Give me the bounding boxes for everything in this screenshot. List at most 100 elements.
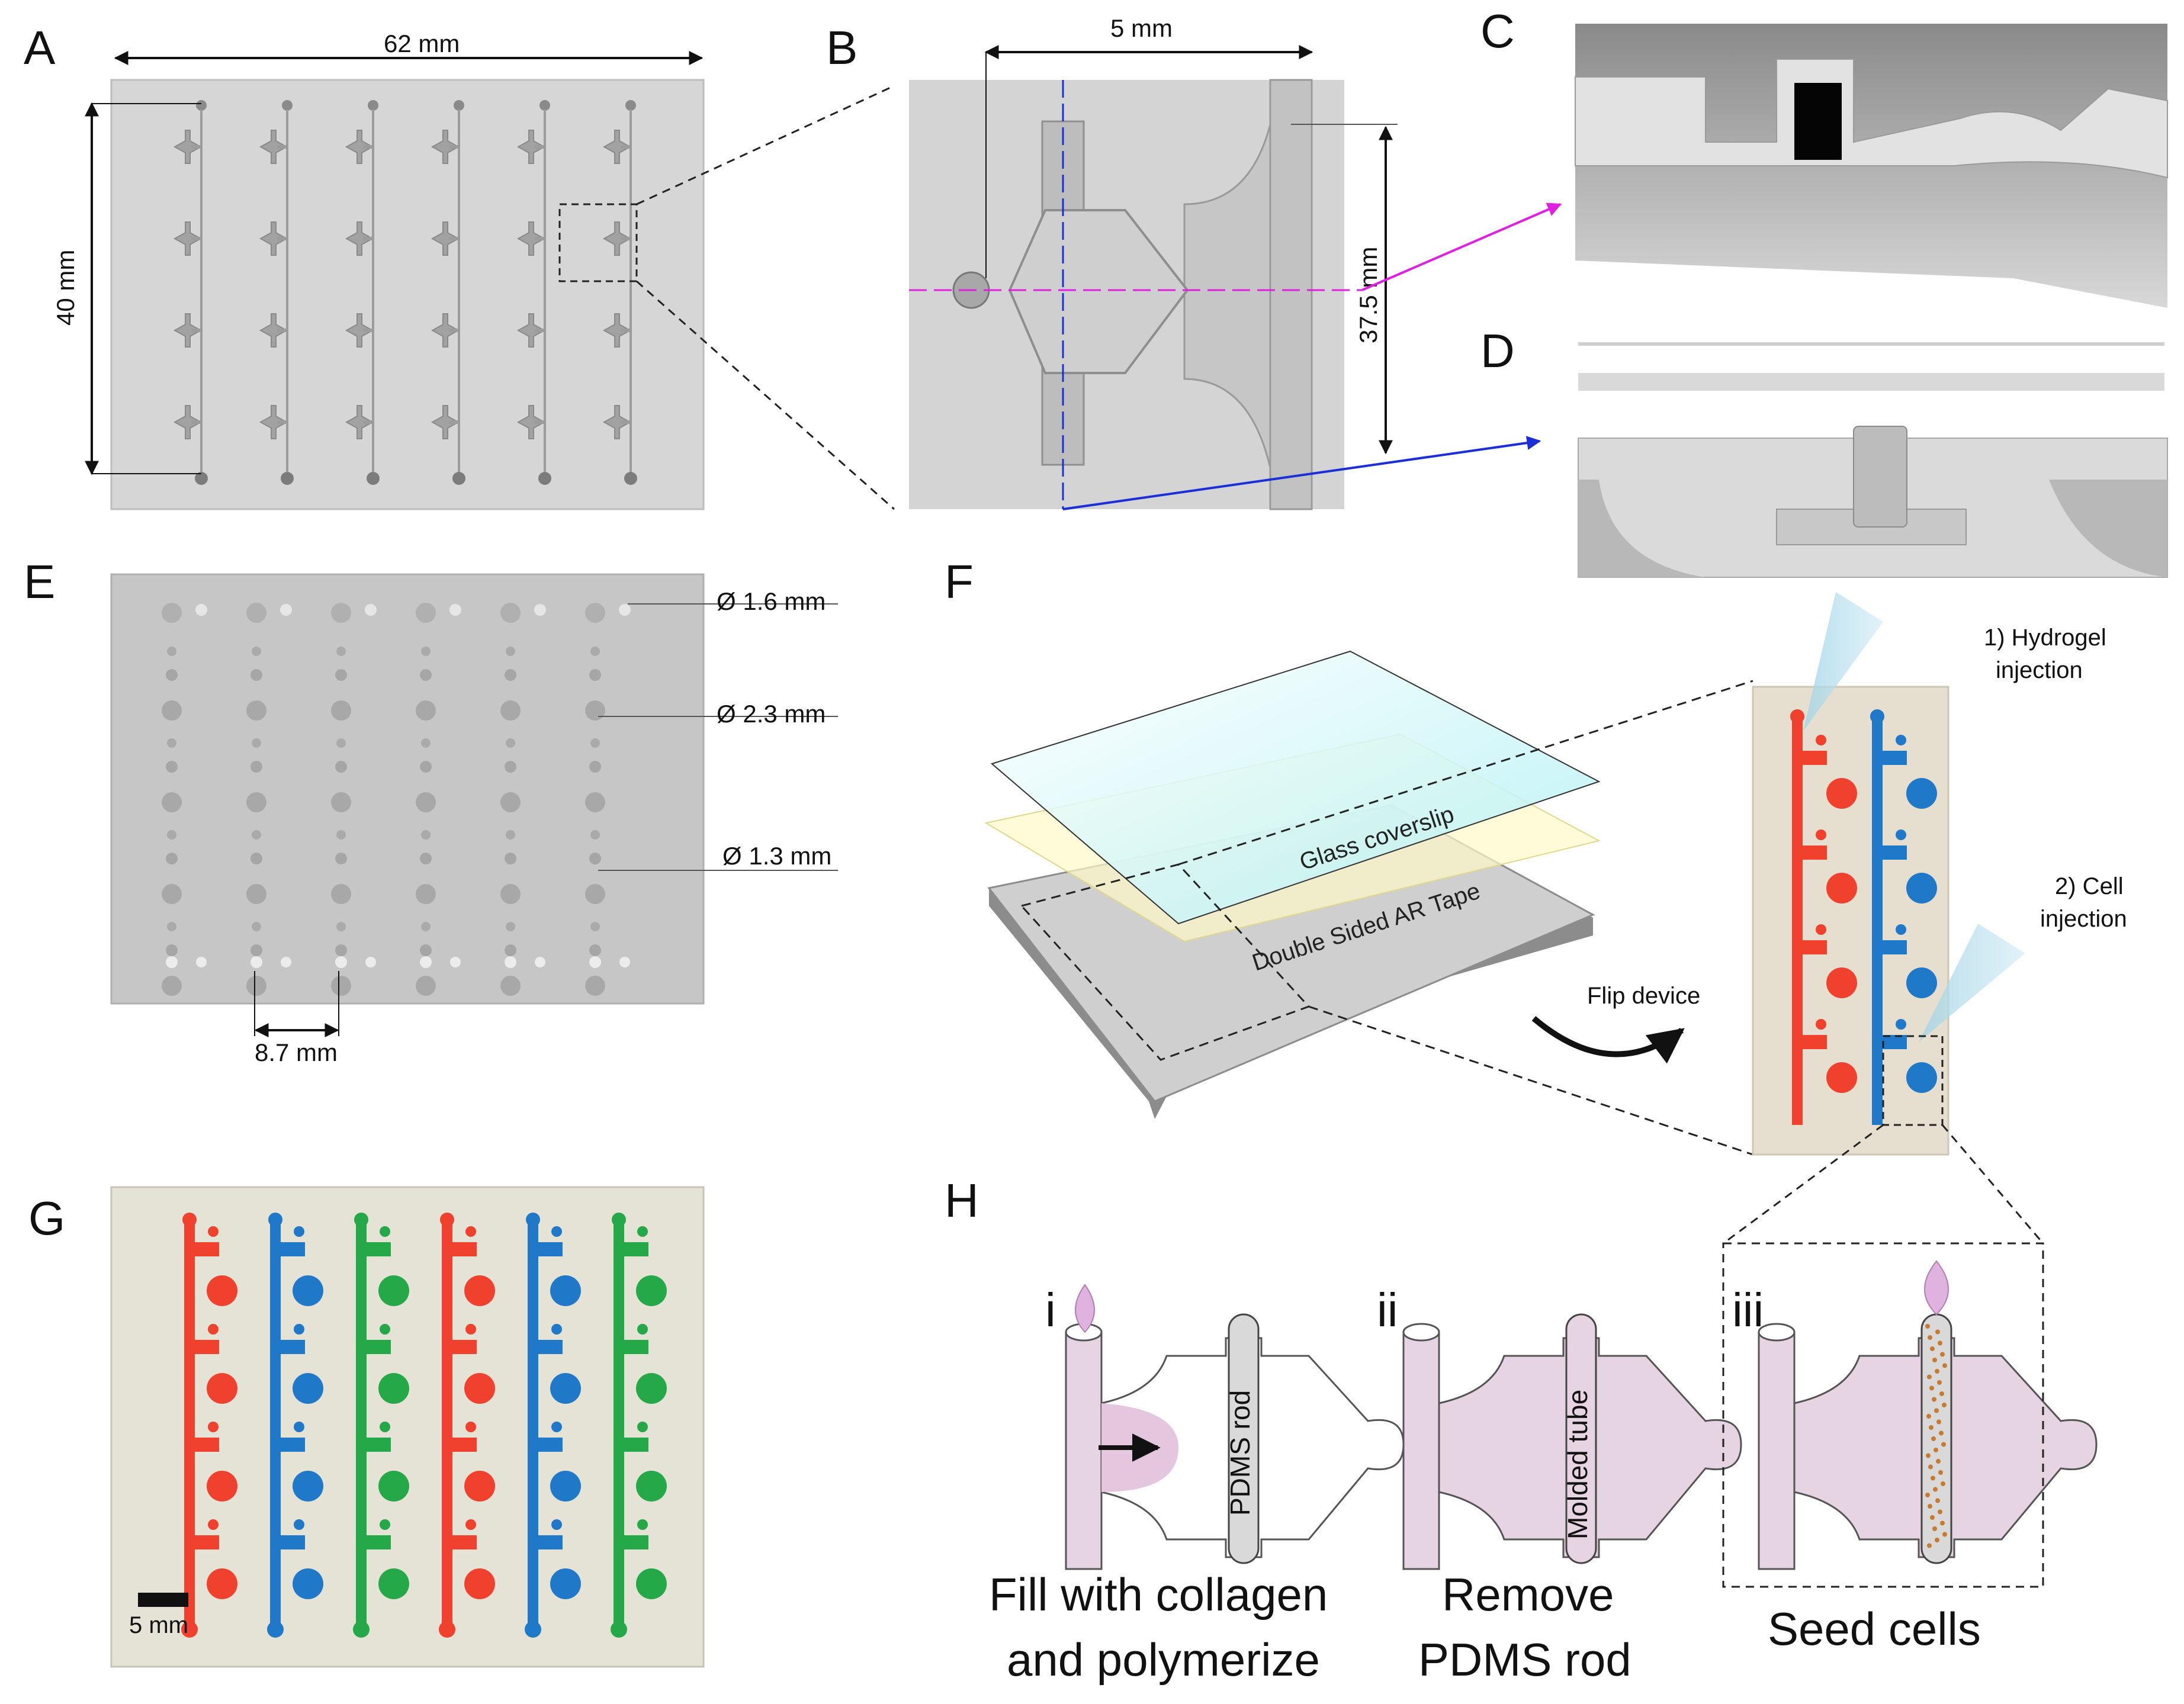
cell-dot bbox=[1929, 1425, 1934, 1430]
g-arm bbox=[190, 1242, 219, 1256]
port-large bbox=[162, 792, 182, 812]
panel-label-e: E bbox=[24, 555, 55, 608]
g-chamber bbox=[550, 1471, 581, 1502]
g-chamber bbox=[636, 1471, 667, 1502]
cell-dot bbox=[1936, 1459, 1941, 1464]
port-small bbox=[250, 669, 262, 681]
panel-b: B 5 mm 37.5 mm bbox=[826, 14, 1562, 510]
cell-dot bbox=[1930, 1346, 1935, 1351]
port-small bbox=[420, 761, 432, 773]
port-small bbox=[195, 604, 207, 616]
port-bottom bbox=[166, 956, 178, 968]
g-port bbox=[208, 1422, 219, 1432]
layer-top bbox=[1578, 342, 2164, 346]
cell-dot bbox=[1941, 1442, 1946, 1447]
port-small bbox=[365, 604, 377, 616]
g-chamber bbox=[207, 1568, 237, 1599]
cell-dot bbox=[1934, 1448, 1938, 1452]
g-port bbox=[208, 1226, 219, 1237]
port-tiny bbox=[336, 738, 346, 748]
pipette-tip-2 bbox=[1919, 924, 2025, 1042]
port-large bbox=[500, 603, 521, 623]
g-channel bbox=[356, 1220, 367, 1628]
panel-label-g: G bbox=[28, 1192, 65, 1245]
g-chamber bbox=[293, 1373, 323, 1404]
inlet-channel bbox=[1758, 1331, 1796, 1570]
photo-arm bbox=[1877, 751, 1907, 765]
port-large bbox=[500, 792, 521, 812]
photo-zoom-box bbox=[1882, 1035, 1944, 1126]
port-small bbox=[505, 761, 516, 773]
arrow-to-d bbox=[1062, 436, 1541, 510]
caption-iii: Seed cells bbox=[1768, 1603, 1981, 1655]
port-small bbox=[505, 944, 516, 956]
g-arm bbox=[190, 1535, 219, 1549]
panel-label-c: C bbox=[1480, 5, 1515, 57]
port-tiny bbox=[590, 738, 600, 748]
g-chamber bbox=[550, 1568, 581, 1599]
port-tiny bbox=[590, 647, 600, 656]
port-large bbox=[246, 884, 266, 904]
g-channel bbox=[442, 1220, 452, 1628]
port-large bbox=[585, 976, 605, 996]
g-arm bbox=[275, 1535, 305, 1549]
port-small bbox=[335, 669, 347, 681]
port-large bbox=[162, 700, 182, 721]
cell-dot bbox=[1938, 1509, 1942, 1515]
photo-port bbox=[1896, 830, 1906, 840]
top-port bbox=[454, 100, 464, 111]
g-channel bbox=[270, 1220, 281, 1628]
port-large bbox=[331, 792, 351, 812]
photo-port bbox=[1816, 1019, 1826, 1030]
photo-chamber bbox=[1826, 778, 1857, 809]
g-arm bbox=[619, 1242, 648, 1256]
g-arm bbox=[275, 1438, 305, 1452]
cell-dot bbox=[1928, 1335, 1932, 1340]
zoom-line-f2 bbox=[1308, 1005, 1753, 1156]
layer-mid bbox=[1578, 373, 2164, 391]
g-arm bbox=[361, 1535, 391, 1549]
width-label-b: 5 mm bbox=[1110, 14, 1173, 42]
step1-line2: injection bbox=[1996, 657, 2083, 683]
height-label: 40 mm bbox=[52, 250, 79, 326]
g-arm bbox=[275, 1340, 305, 1354]
cell-dot bbox=[1925, 1493, 1930, 1497]
channel-opening bbox=[1794, 83, 1842, 160]
well-right bbox=[2049, 480, 2167, 577]
g-chamber bbox=[378, 1373, 409, 1404]
photo-chamber bbox=[1826, 1062, 1857, 1093]
bottom-port bbox=[281, 472, 294, 485]
g-port bbox=[380, 1519, 390, 1530]
port-small bbox=[166, 669, 178, 681]
g-chamber bbox=[464, 1373, 495, 1404]
step2-line2: injection bbox=[2040, 906, 2127, 932]
g-arm bbox=[533, 1340, 563, 1354]
port-tiny bbox=[421, 830, 431, 840]
g-port bbox=[439, 1621, 455, 1638]
cell-dot bbox=[1935, 1369, 1939, 1374]
port-small bbox=[250, 761, 262, 773]
inlet-top bbox=[1402, 1323, 1440, 1342]
inlet-top bbox=[1758, 1323, 1796, 1342]
g-port bbox=[294, 1324, 304, 1335]
g-port bbox=[611, 1621, 627, 1638]
g-port bbox=[353, 1621, 370, 1638]
pipette-tip-1 bbox=[1803, 592, 1883, 731]
g-arm bbox=[619, 1438, 648, 1452]
g-port bbox=[526, 1213, 540, 1227]
photo-port bbox=[1816, 735, 1826, 745]
g-chamber bbox=[207, 1471, 237, 1502]
arrow-to-c bbox=[1361, 202, 1562, 291]
droplet bbox=[1075, 1284, 1095, 1333]
bottom-port bbox=[538, 472, 551, 485]
g-chamber bbox=[464, 1471, 495, 1502]
photo-port bbox=[1816, 830, 1826, 840]
chip-bottom-view bbox=[110, 573, 705, 1005]
g-port bbox=[380, 1422, 390, 1432]
rod-label: PDMS rod bbox=[1225, 1390, 1255, 1516]
step-iii-box bbox=[1722, 1242, 2044, 1588]
port-tiny bbox=[252, 922, 261, 931]
g-port bbox=[181, 1621, 198, 1638]
width-label: 62 mm bbox=[384, 30, 460, 57]
